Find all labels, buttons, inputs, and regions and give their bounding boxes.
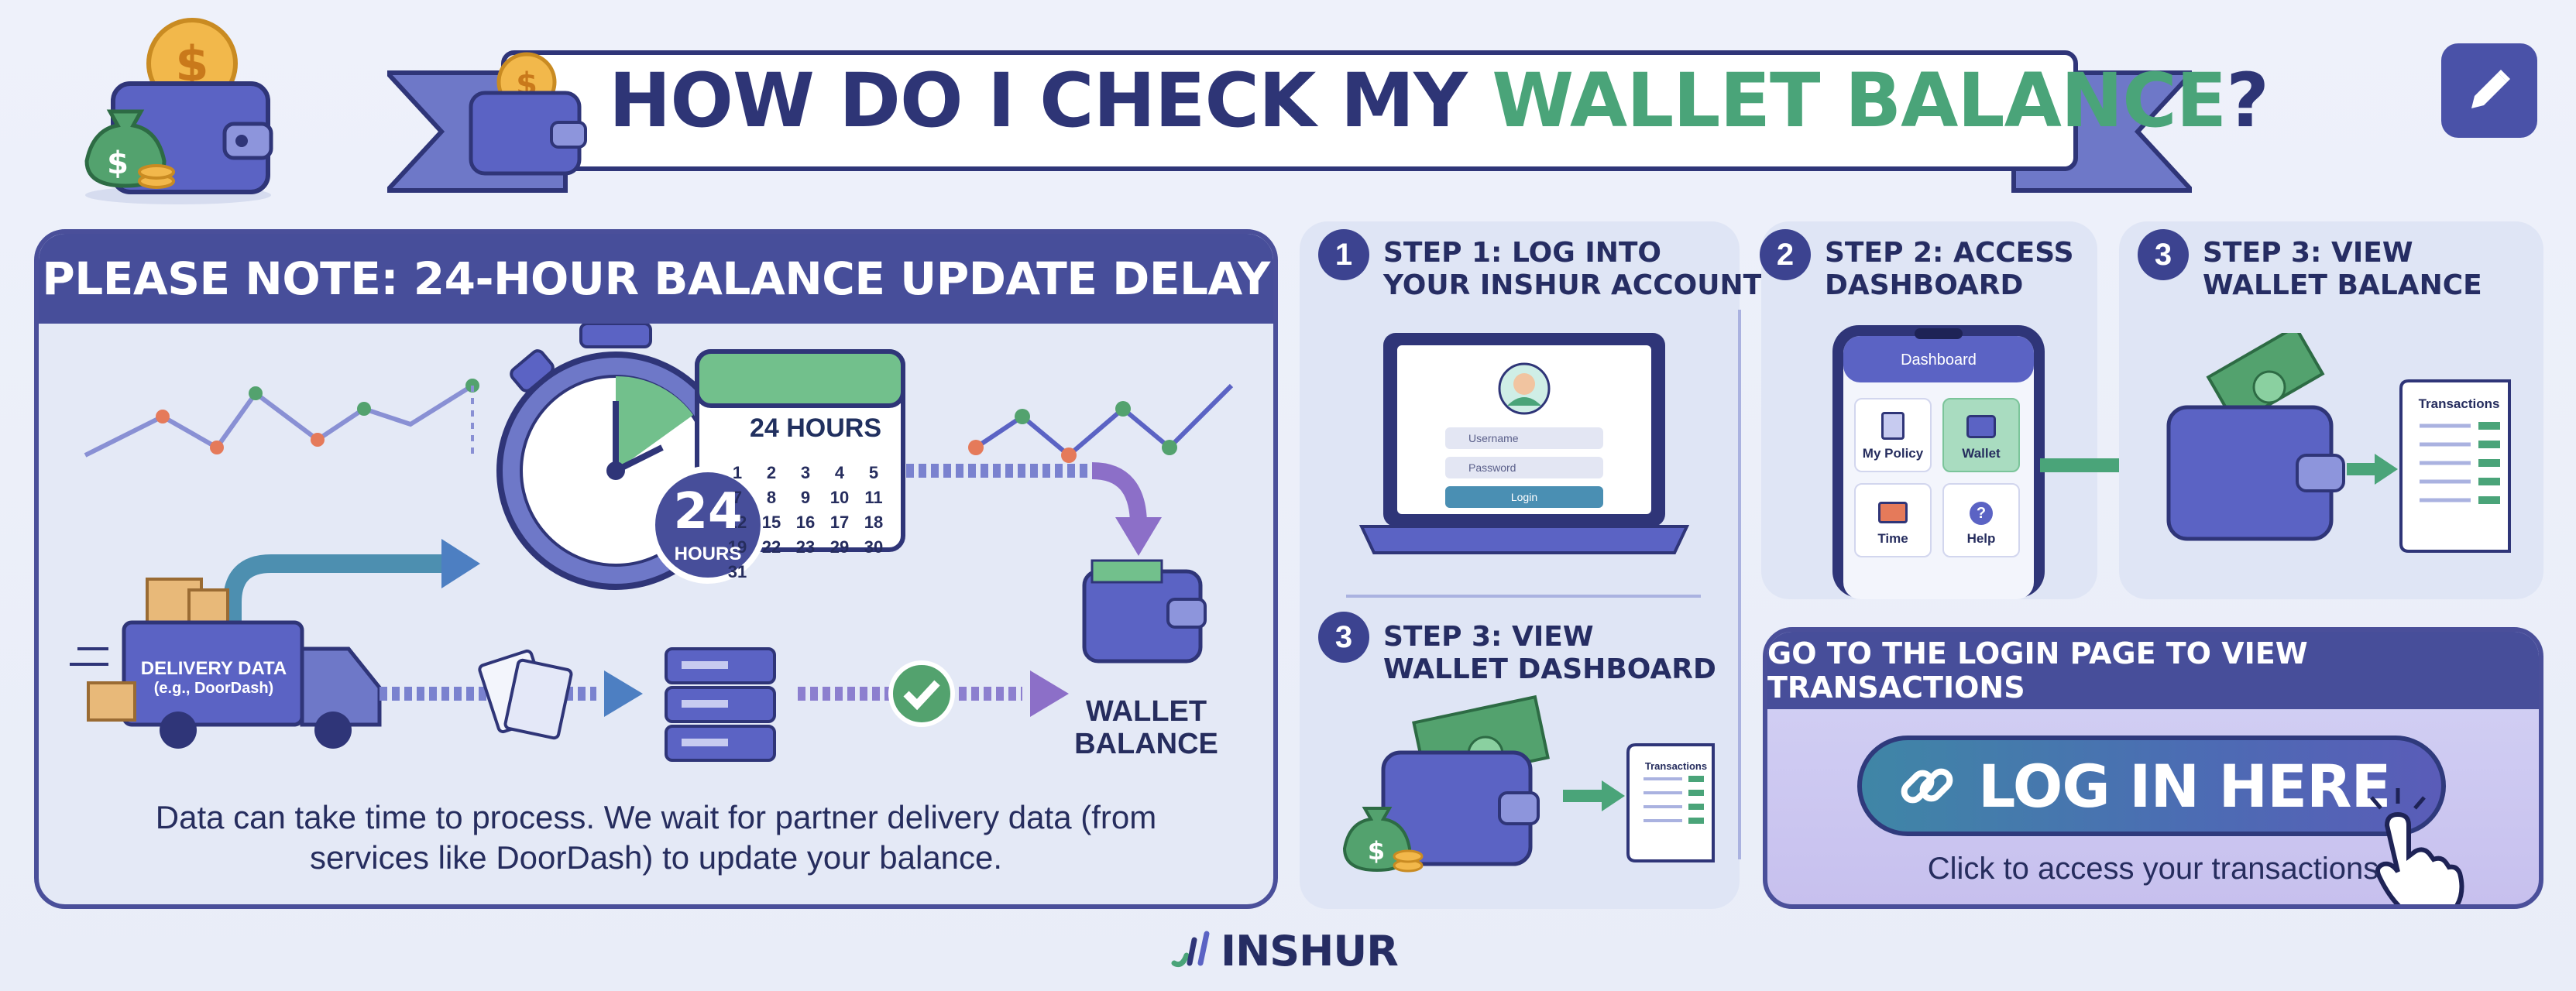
- step3-title: STEP 3: VIEW WALLET BALANCE: [2203, 237, 2482, 301]
- hand-pointer-icon: [2370, 788, 2464, 904]
- wallet-balance-illustration: [2166, 333, 2511, 553]
- timer-number: 24: [673, 483, 743, 540]
- divider-vertical: [1738, 310, 1741, 859]
- username-field[interactable]: Username: [1445, 427, 1603, 449]
- receipt-title: Transactions: [1644, 760, 1708, 772]
- tile-time[interactable]: Time: [1854, 483, 1932, 557]
- login-caption: Click to access your transactions: [1927, 852, 2379, 886]
- delay-process-illustration: [70, 324, 1234, 762]
- truck-icon: [70, 578, 382, 749]
- phone-header: Dashboard: [1901, 351, 1977, 369]
- password-field[interactable]: Password: [1445, 457, 1603, 478]
- receipt-title: Transactions: [2418, 396, 2500, 411]
- banner-wallet-icon: $: [469, 52, 587, 176]
- step3-number: 3: [2138, 229, 2189, 280]
- step1-title: STEP 1: LOG INTO YOUR INSHUR ACCOUNT: [1383, 237, 1763, 301]
- help-icon: ?: [1970, 502, 1993, 525]
- note-body: Data can take time to process. We wait f…: [155, 799, 1157, 876]
- server-icon: [665, 647, 776, 762]
- document-icon: [1881, 412, 1905, 440]
- wallet-icon: [1966, 415, 1996, 438]
- truck-label: DELIVERY DATA (e.g., DoorDash): [140, 658, 287, 697]
- brand-logo[interactable]: INSHUR: [1170, 926, 1399, 976]
- svg-text:$: $: [1368, 836, 1385, 866]
- receipt-icon: [1626, 743, 1715, 862]
- wallet-coin-illustration: $ $: [84, 18, 273, 204]
- tile-my-policy[interactable]: My Policy: [1854, 398, 1932, 472]
- step3b-title: STEP 3: VIEW WALLET DASHBOARD: [1383, 621, 1716, 685]
- tile-help[interactable]: ? Help: [1942, 483, 2020, 557]
- laptop-login-button[interactable]: Login: [1445, 486, 1603, 508]
- wallet-dashboard-illustration: $: [1342, 694, 1715, 873]
- page-title: HOW DO I CHECK MY WALLET BALANCE?: [609, 57, 2269, 144]
- svg-text:$: $: [107, 146, 129, 181]
- divider: [1346, 595, 1701, 598]
- timer-unit: HOURS: [674, 544, 742, 564]
- wallet-icon: [1082, 559, 1207, 664]
- step2-title: STEP 2: ACCESS DASHBOARD: [1825, 237, 2074, 301]
- tile-wallet[interactable]: Wallet: [1942, 398, 2020, 472]
- log-in-here-label: LOG IN HERE: [1978, 751, 2391, 821]
- delay-note-panel: PLEASE NOTE: 24-HOUR BALANCE UPDATE DELA…: [34, 229, 1278, 909]
- step2-number: 2: [1760, 229, 1811, 280]
- link-icon: [1901, 768, 1953, 804]
- edit-pencil-icon: [2471, 70, 2510, 108]
- calendar-label: 24 HOURS: [749, 413, 882, 443]
- note-heading: PLEASE NOTE: 24-HOUR BALANCE UPDATE DELA…: [39, 234, 1273, 324]
- check-icon: [888, 660, 955, 727]
- brand-name: INSHUR: [1221, 926, 1399, 976]
- edit-button[interactable]: [2441, 43, 2537, 138]
- inshur-logo-icon: [1171, 931, 1210, 968]
- step1-number: 1: [1318, 229, 1369, 280]
- log-in-here-button[interactable]: LOG IN HERE: [1857, 736, 2446, 836]
- calendar-grid: 1 2 3 4 5 7 8 9 10 11 12 15 16 17 18 19 …: [727, 463, 884, 581]
- login-heading: GO TO THE LOGIN PAGE TO VIEW TRANSACTION…: [1767, 632, 2539, 709]
- step3b-number: 3: [1318, 612, 1369, 663]
- wallet-balance-label: WALLET BALANCE: [1074, 695, 1218, 760]
- card-icon: [1878, 502, 1908, 523]
- login-panel: GO TO THE LOGIN PAGE TO VIEW TRANSACTION…: [1763, 627, 2543, 909]
